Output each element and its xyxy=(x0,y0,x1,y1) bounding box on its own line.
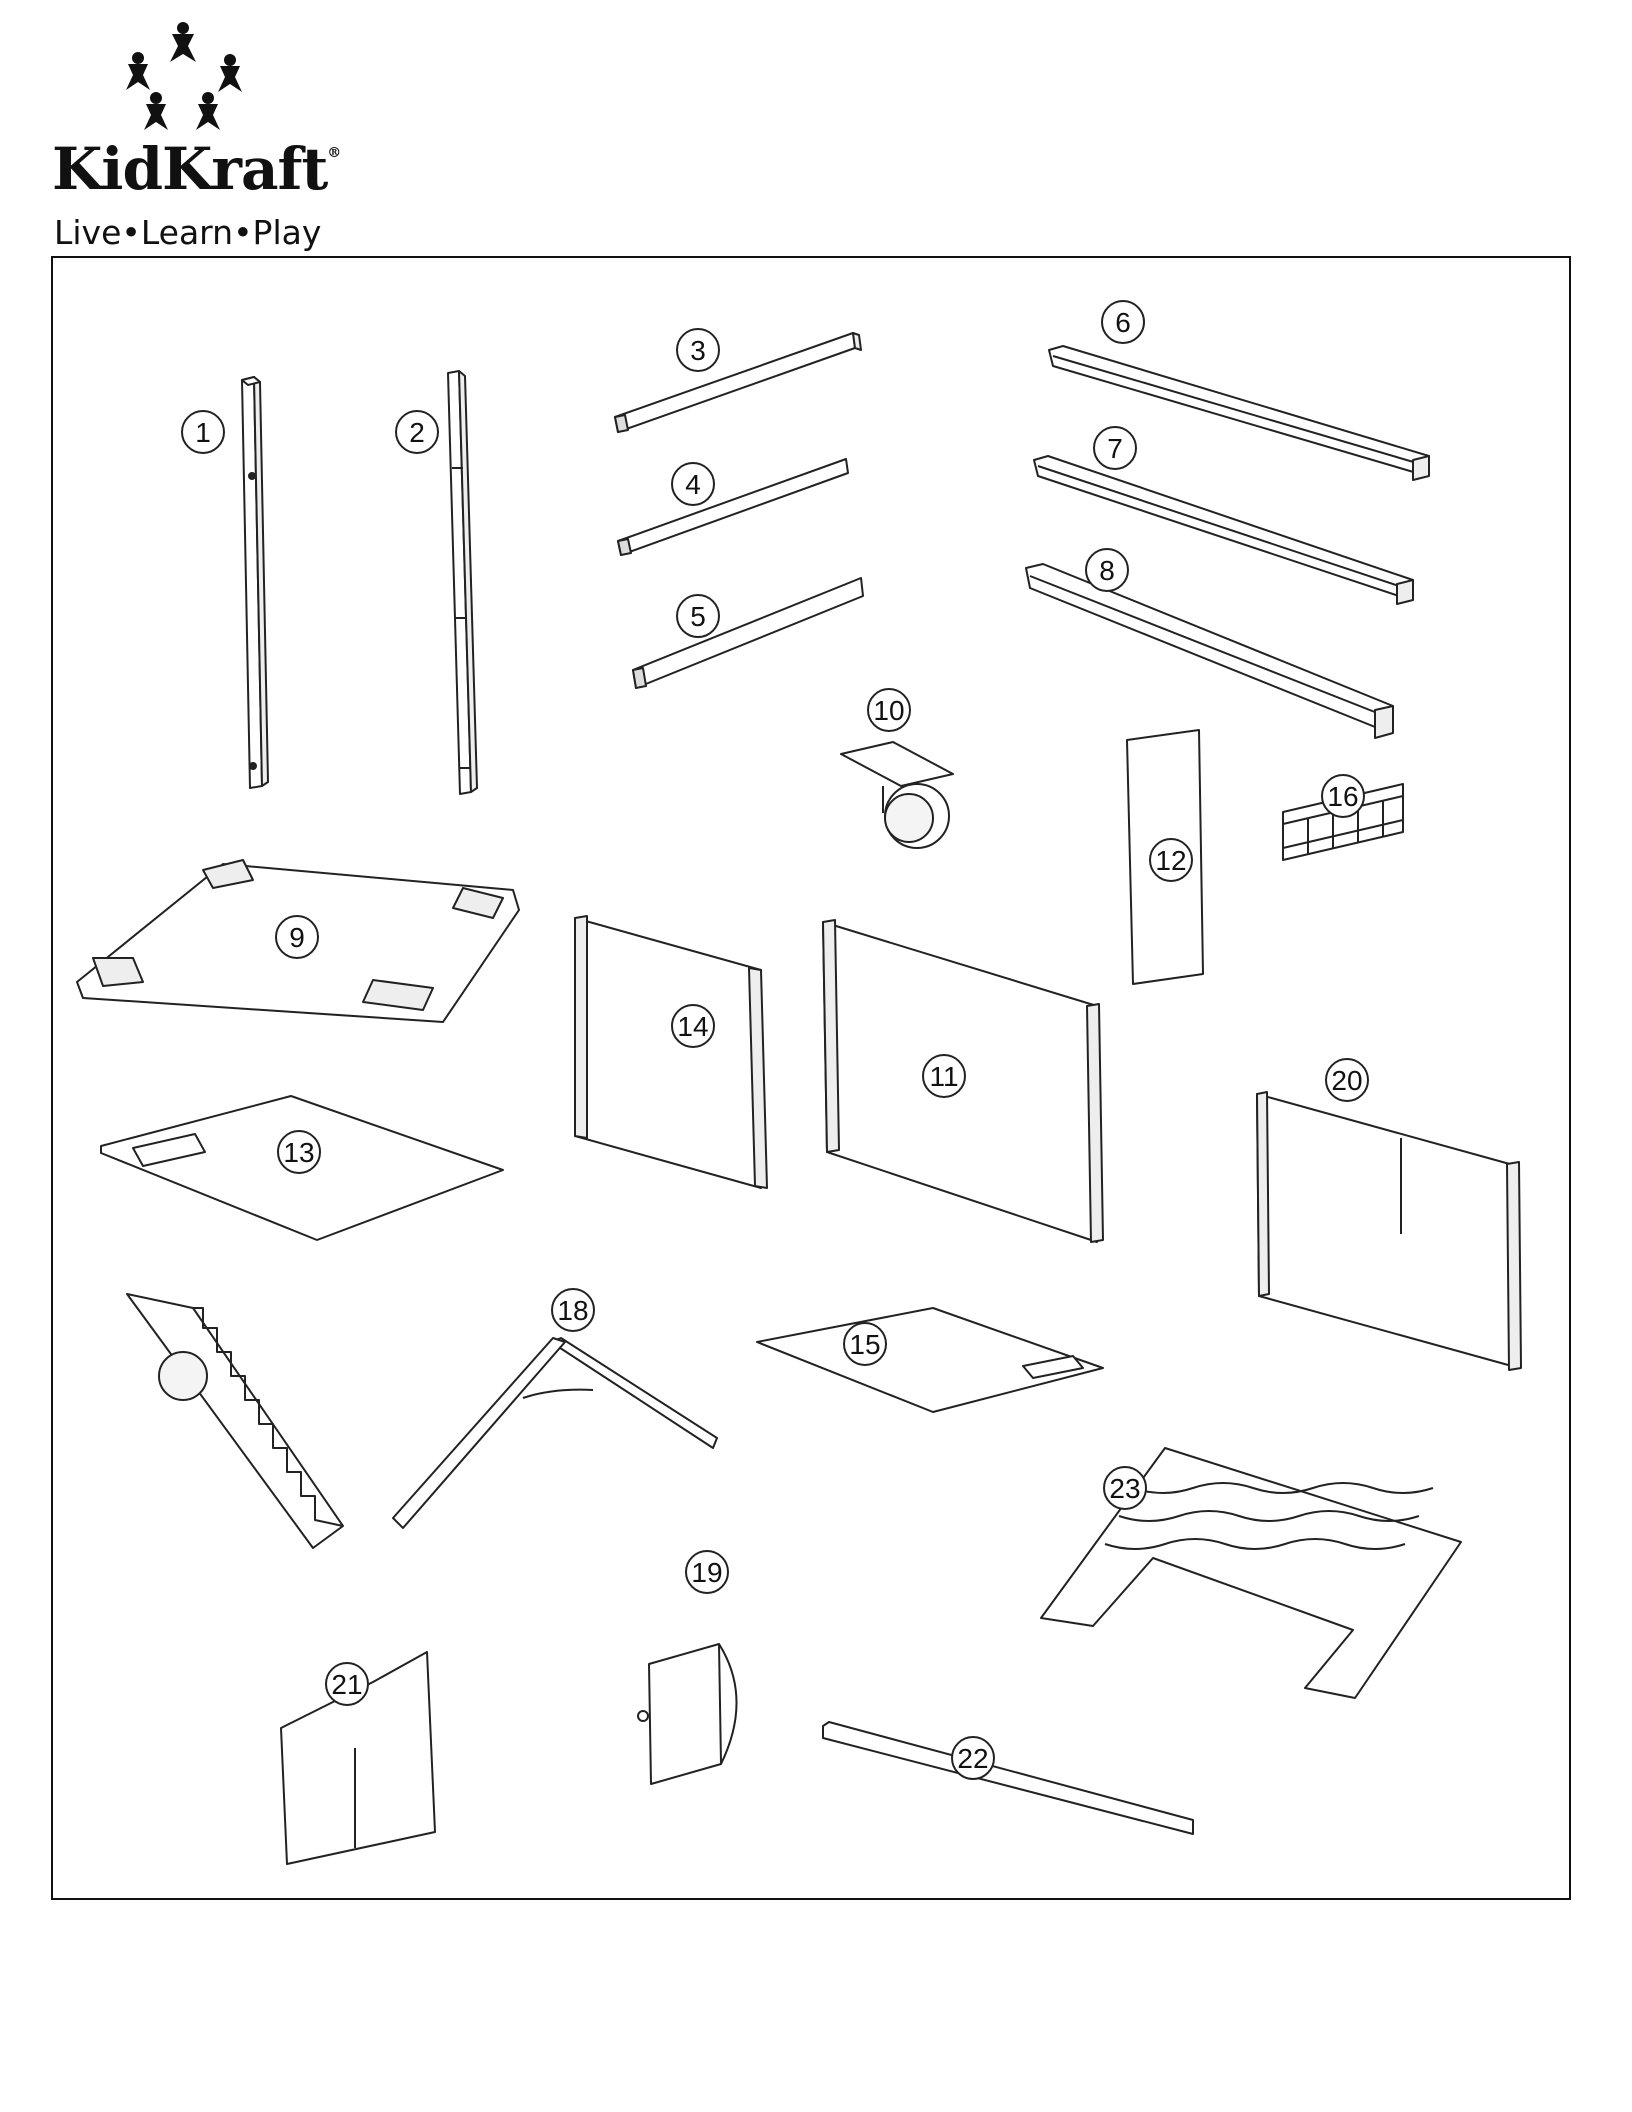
part-19-callout: 19 xyxy=(686,1551,728,1593)
part-7-callout: 7 xyxy=(1094,427,1136,469)
part-number-label: 6 xyxy=(1115,307,1131,338)
part-number-label: 13 xyxy=(283,1137,314,1168)
part-23-callout: 23 xyxy=(1104,1467,1146,1509)
part-6-callout: 6 xyxy=(1102,301,1144,343)
part-15-drawing xyxy=(757,1308,1103,1412)
part-1-callout: 1 xyxy=(182,411,224,453)
kidkraft-logo: KidKraft® Live•Learn•Play xyxy=(48,20,338,250)
part-number-label: 15 xyxy=(849,1329,880,1360)
part-number-label: 11 xyxy=(929,1061,958,1092)
part-number-label: 21 xyxy=(331,1669,362,1700)
part-2-callout: 2 xyxy=(396,411,438,453)
part-3-callout: 3 xyxy=(677,329,719,371)
part-22-callout: 22 xyxy=(952,1737,994,1779)
part-5-callout: 5 xyxy=(677,595,719,637)
part-18-callout: 18 xyxy=(552,1289,594,1331)
part-4-drawing xyxy=(618,459,848,555)
part-number-label: 23 xyxy=(1109,1473,1140,1504)
part-number-label: 9 xyxy=(289,922,305,953)
part-number-label: 4 xyxy=(685,469,701,500)
part-20-drawing xyxy=(1257,1092,1521,1370)
part-number-label: 22 xyxy=(957,1743,988,1774)
part-2-drawing xyxy=(448,371,477,794)
part-number-label: 18 xyxy=(557,1295,588,1326)
stars-logo-icon xyxy=(48,20,248,140)
part-1-drawing xyxy=(242,377,268,788)
part-8-drawing xyxy=(1026,564,1393,738)
part-4-callout: 4 xyxy=(672,463,714,505)
part-3-drawing xyxy=(615,333,861,432)
part-number-label: 3 xyxy=(690,335,706,366)
part-number-label: 12 xyxy=(1155,845,1186,876)
part-12-callout: 12 xyxy=(1150,839,1192,881)
part-number-label: 1 xyxy=(195,417,211,448)
part-number-label: 5 xyxy=(690,601,706,632)
part-10-callout: 10 xyxy=(868,689,910,731)
part-19-drawing xyxy=(638,1644,737,1784)
part-18-drawing xyxy=(393,1338,717,1528)
part-number-label: 10 xyxy=(873,695,904,726)
part-14-drawing xyxy=(575,916,767,1188)
brand-wordmark: KidKraft® xyxy=(52,140,340,198)
part-13-callout: 13 xyxy=(278,1131,320,1173)
part-10-drawing xyxy=(841,742,953,848)
part-21-callout: 21 xyxy=(326,1663,368,1705)
part-number-label: 19 xyxy=(691,1557,722,1588)
part-number-label: 8 xyxy=(1099,555,1115,586)
part-8-callout: 8 xyxy=(1086,549,1128,591)
stairs-drawing xyxy=(127,1294,343,1548)
part-number-label: 14 xyxy=(677,1011,708,1042)
part-number-label: 16 xyxy=(1327,781,1358,812)
part-16-callout: 16 xyxy=(1322,775,1364,817)
part-15-callout: 15 xyxy=(844,1323,886,1365)
part-20-callout: 20 xyxy=(1326,1059,1368,1101)
part-9-callout: 9 xyxy=(276,916,318,958)
part-number-label: 20 xyxy=(1331,1065,1362,1096)
part-22-drawing xyxy=(823,1722,1193,1834)
brand-tagline: Live•Learn•Play xyxy=(54,216,321,249)
part-5-drawing xyxy=(633,578,863,688)
part-number-label: 7 xyxy=(1107,433,1123,464)
part-11-callout: 11 xyxy=(923,1055,965,1097)
part-14-callout: 14 xyxy=(672,1005,714,1047)
part-number-label: 2 xyxy=(409,417,425,448)
